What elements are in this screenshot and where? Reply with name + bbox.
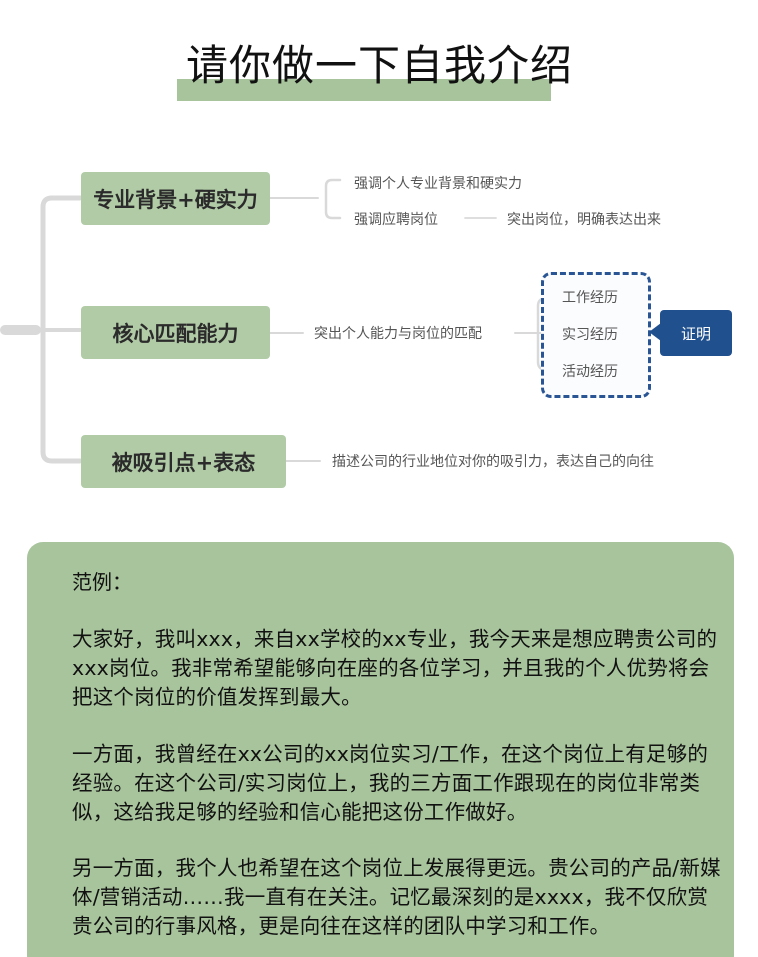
leaf-internship-experience: 实习经历 — [562, 327, 618, 343]
mindmap-node-attraction-attitude[interactable]: 被吸引点+表态 — [81, 435, 286, 488]
leaf-work-experience: 工作经历 — [562, 290, 618, 306]
title-highlight-bar — [177, 79, 551, 101]
leaf-describe-company: 描述公司的行业地位对你的吸引力，表达自己的向往 — [332, 454, 654, 470]
leaf-emphasize-background: 强调个人专业背景和硬实力 — [354, 176, 522, 192]
example-label: 范例： — [72, 570, 132, 594]
callout-proof-label: 证明 — [680, 324, 711, 343]
leaf-emphasize-position: 强调应聘岗位 — [354, 212, 438, 228]
leaf-ability-match: 突出个人能力与岗位的匹配 — [314, 326, 482, 342]
example-paragraph-2: 一方面，我曾经在xx公司的xx岗位实习/工作，在这个岗位上有足够的经验。在这个公… — [72, 742, 709, 824]
example-paragraph-1: 大家好，我叫xxx，来自xx学校的xx专业，我今天来是想应聘贵公司的xxx岗位。… — [72, 627, 718, 709]
example-paragraph-3: 另一方面，我个人也希望在这个岗位上发展得更远。贵公司的产品/新媒体/营销活动……… — [72, 856, 721, 938]
experience-group-boundary — [541, 272, 651, 398]
mindmap-node-professional-background[interactable]: 专业背景+硬实力 — [81, 172, 270, 225]
callout-proof: 证明 — [649, 310, 732, 356]
example-card — [27, 542, 734, 957]
page-title: 请你做一下自我介绍 — [186, 41, 574, 90]
mindmap-node-core-match[interactable]: 核心匹配能力 — [81, 306, 270, 359]
leaf-activity-experience: 活动经历 — [562, 364, 618, 380]
leaf-highlight-position: 突出岗位，明确表达出来 — [507, 212, 661, 228]
